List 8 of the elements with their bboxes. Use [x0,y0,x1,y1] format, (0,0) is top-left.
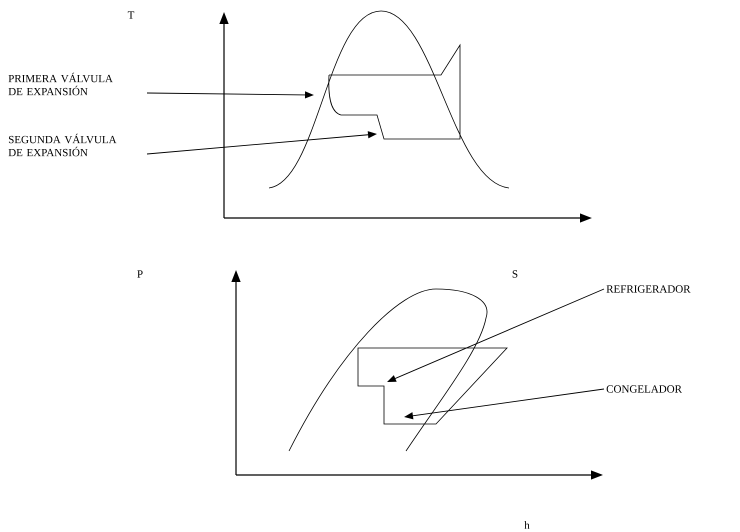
axis-label: T [128,11,134,19]
callout-label: CONGELADOR [606,385,682,393]
axis-label: S [512,270,518,278]
callout-label: SEGUNDA VÁLVULA DE EXPANSIÓN [8,134,116,156]
callout-label: REFRIGERADOR [606,285,691,293]
axis-label: h [524,521,530,529]
axis-label: P [137,270,143,278]
callout-label: PRIMERA VÁLVULA DE EXPANSIÓN [8,72,113,96]
